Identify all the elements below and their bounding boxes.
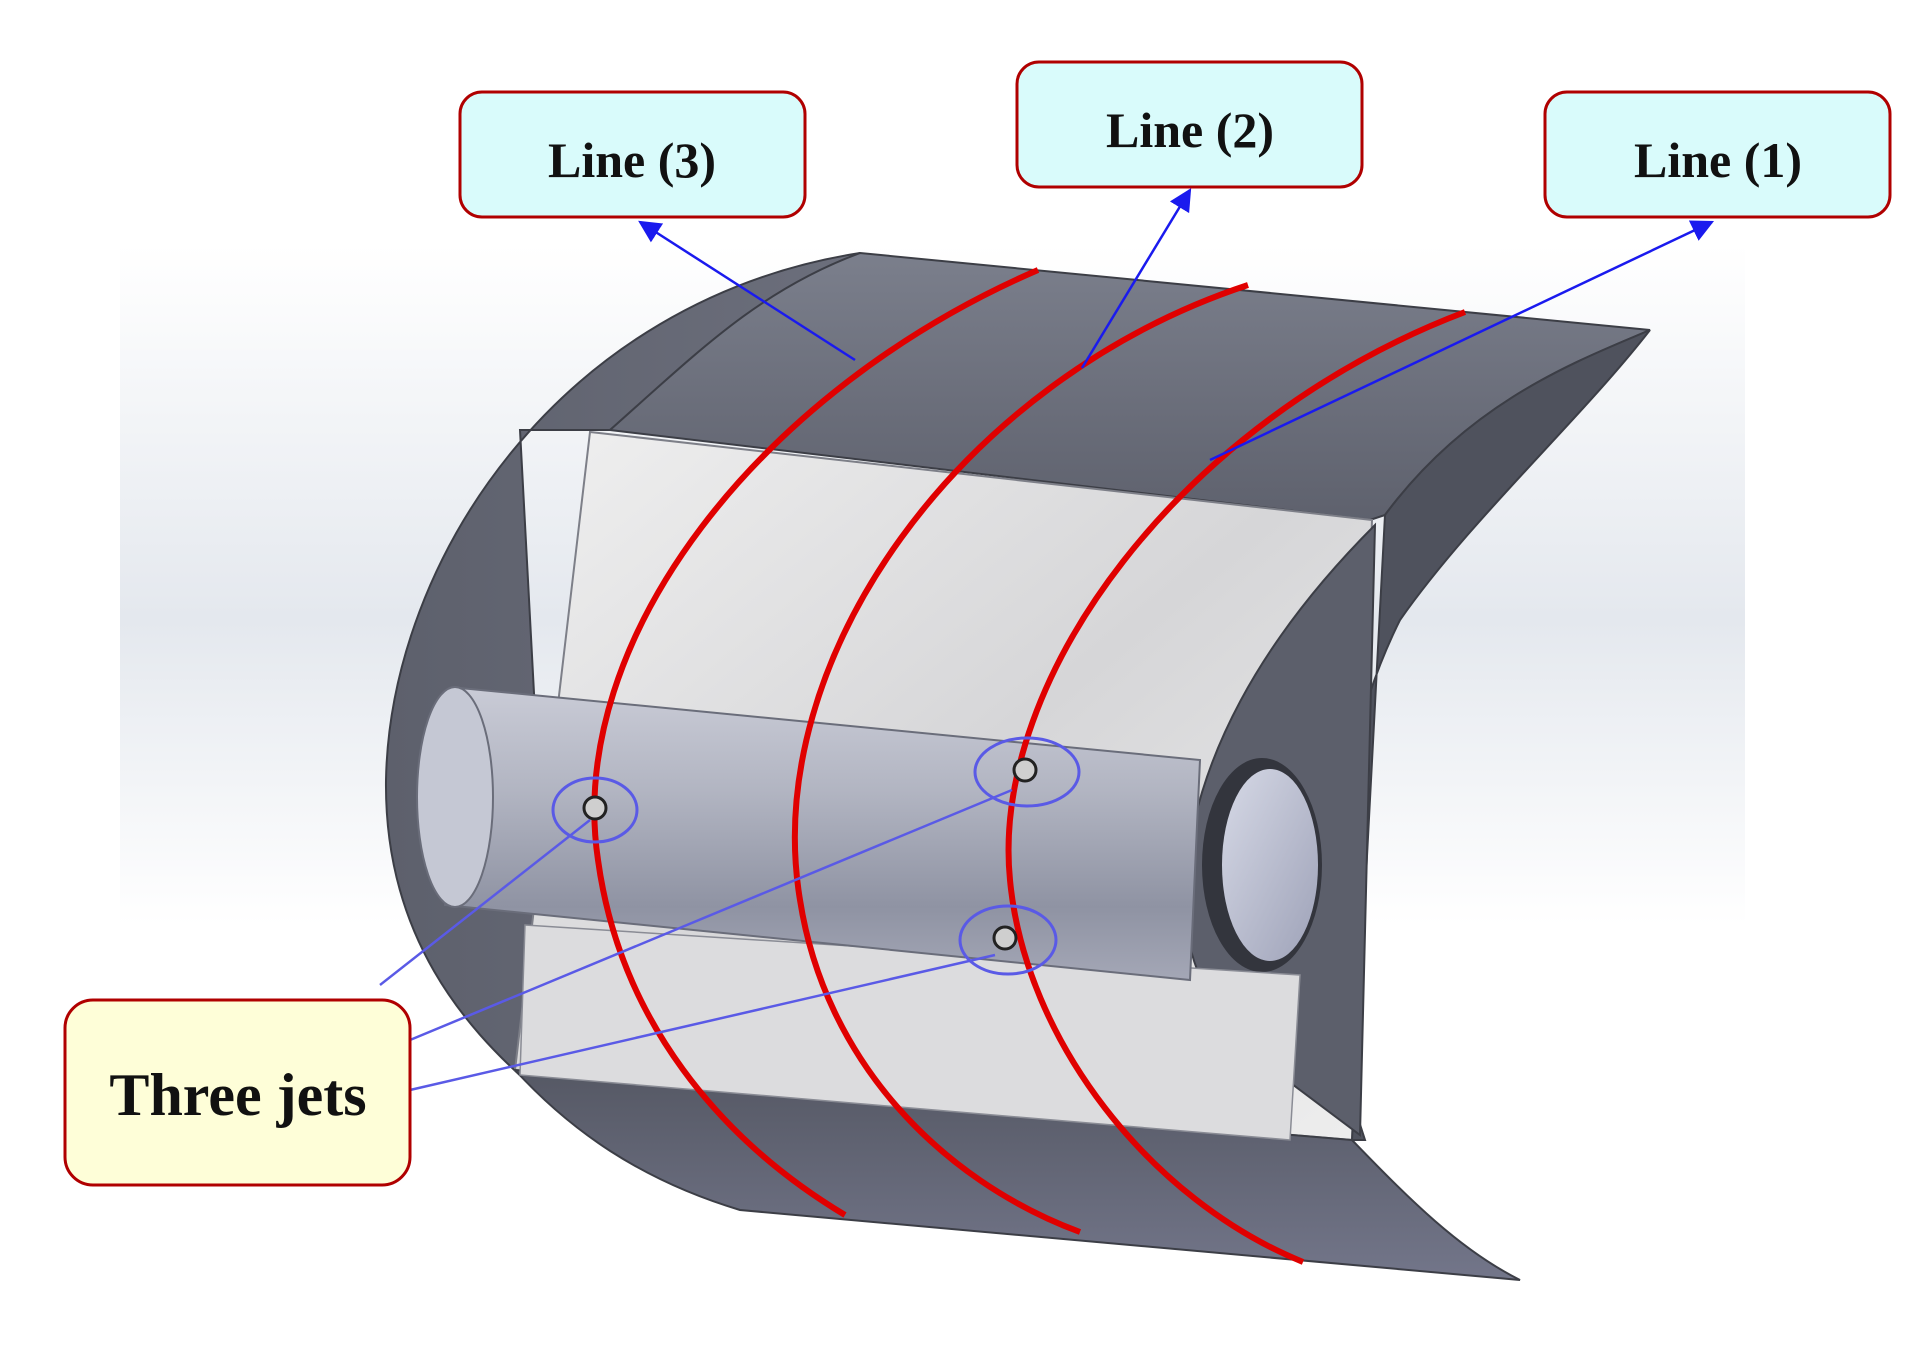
callout-line-2: Line (2) (1015, 60, 1364, 189)
outlet-hole (1222, 769, 1318, 961)
jet-marker-3 (958, 904, 1058, 976)
callout-line-1-text: Line (1) (1634, 132, 1802, 188)
measurement-line-3 (591, 267, 1040, 1218)
leader-line-3 (638, 220, 856, 362)
jets-leader-lines (379, 788, 1013, 1092)
callout-line-1: Line (1) (1543, 90, 1892, 219)
callout-three-jets: Three jets (63, 998, 412, 1187)
jet-marker-1 (551, 776, 639, 844)
callout-line-2-text: Line (2) (1106, 102, 1274, 158)
bottom-shell-surface (512, 1068, 1521, 1281)
measurement-line-2 (792, 282, 1249, 1235)
leader-line-2 (1080, 188, 1192, 369)
callout-three-jets-text: Three jets (109, 1062, 366, 1128)
leader-line-1 (1209, 220, 1715, 462)
callout-line-3: Line (3) (458, 90, 807, 219)
pipe-left-end (416, 686, 494, 908)
measurement-line-1 (1005, 309, 1467, 1265)
callout-line-3-text: Line (3) (548, 132, 716, 188)
jet-marker-2 (973, 736, 1081, 808)
